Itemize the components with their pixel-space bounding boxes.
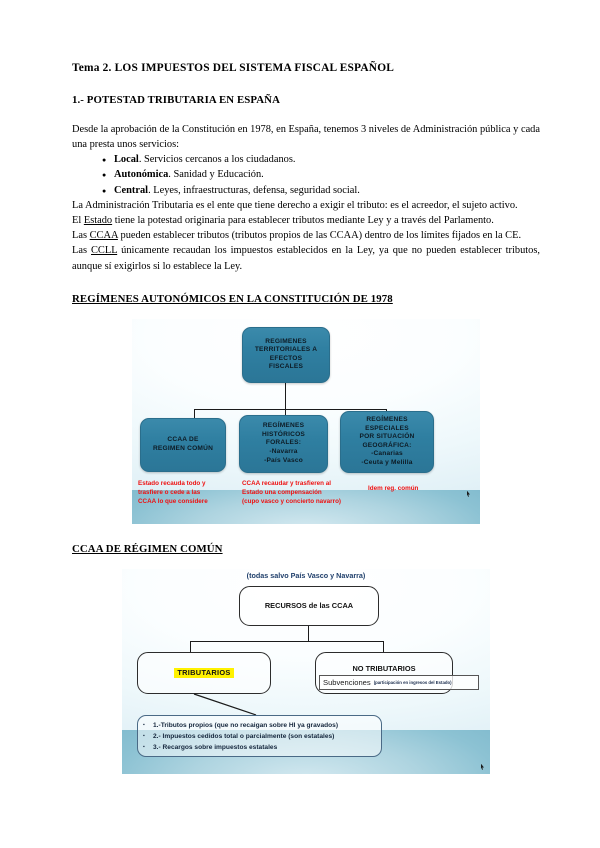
node-regimenes-forales: REGÍMENES HISTÓRICOS FORALES: -Navarra -…: [239, 414, 328, 473]
node-regimenes-especiales: REGÍMENES ESPECIALES POR SITUACIÓN GEOGR…: [340, 410, 434, 473]
node-label: NO TRIBUTARIOS: [352, 663, 416, 673]
term-ccaa: CCAA: [89, 230, 118, 242]
connector-root-vertical: [285, 382, 287, 411]
list-item: 1.-Tributos propios (que no recaigan sob…: [142, 720, 376, 731]
caption-idem-regimen-comun: Idem reg. común: [368, 484, 419, 492]
subvenciones-label: Subvenciones: [323, 677, 371, 687]
list-item: Central. Leyes, infraestructuras, defens…: [102, 183, 540, 199]
term-ccll: CCLL: [91, 245, 118, 257]
node-label: RECURSOS de las CCAA: [264, 600, 354, 610]
node-ccaa-regimen-comun: CCAA DE REGIMEN COMÚN: [140, 417, 226, 472]
list-item: 2.- Impuestos cedidos total o parcialmen…: [142, 731, 376, 742]
node-regimenes-territoriales: REGIMENES TERRITORIALES A EFECTOS FISCAL…: [242, 326, 330, 383]
level-term: Local: [114, 154, 139, 166]
level-desc: . Servicios cercanos a los ciudadanos.: [138, 154, 296, 166]
spacer: [72, 524, 540, 543]
heading-diagram-2: CCAA DE RÉGIMEN COMÚN: [72, 542, 223, 555]
paragraph-text: tiene la potestad originaria para establ…: [112, 214, 494, 226]
diagram-regimenes-autonomicos: REGIMENES TERRITORIALES A EFECTOS FISCAL…: [132, 318, 480, 524]
spacer: [72, 274, 540, 293]
callout-subvenciones: Subvenciones (participación en ingresos …: [319, 674, 479, 690]
node-recursos-ccaa: RECURSOS de las CCAA: [239, 585, 379, 626]
body-paragraphs: La Administración Tributaria es el ente …: [72, 198, 540, 274]
connector-drop-middle: [285, 408, 287, 415]
diagram2-subtitle: (todas salvo País Vasco y Navarra): [246, 570, 366, 580]
caption-estado-recauda: Estado recauda todo y trasfiere o cede a…: [138, 479, 208, 506]
page-title: Tema 2. LOS IMPUESTOS DEL SISTEMA FISCAL…: [72, 62, 395, 74]
connector-horizontal: [194, 408, 387, 411]
connector-root-vertical: [308, 625, 310, 642]
paragraph-text: pueden establecer tributos (tributos pro…: [117, 230, 522, 242]
list-item: 3.- Recargos sobre impuestos estatales: [142, 742, 376, 753]
node-label: REGÍMENES HISTÓRICOS FORALES: -Navarra -…: [261, 422, 306, 464]
slide-bottom-band: [132, 489, 480, 524]
paragraph-text: Las: [72, 230, 90, 242]
connector-drop-right: [383, 640, 385, 652]
node-label: REGÍMENES ESPECIALES POR SITUACIÓN GEOGR…: [359, 415, 415, 466]
cursor-icon: [481, 763, 484, 770]
diagram-recursos-ccaa: (todas salvo País Vasco y Navarra) RECUR…: [122, 568, 490, 774]
connector-drop-left: [194, 408, 196, 418]
level-desc: . Leyes, infraestructuras, defensa, segu…: [148, 184, 360, 196]
heading-diagram-1: REGÍMENES AUTONÓMICOS EN LA CONSTITUCIÓN…: [72, 292, 393, 305]
paragraph-text: únicamente recaudan los impuestos establ…: [72, 245, 540, 272]
list-item: Local. Servicios cercanos a los ciudadan…: [102, 152, 540, 168]
node-label: TRIBUTARIOS: [174, 667, 234, 678]
connector-horizontal: [190, 640, 384, 642]
cursor-icon: [467, 490, 470, 497]
node-tributarios: TRIBUTARIOS: [137, 651, 271, 694]
paragraph-administracion: La Administración Tributaria es el ente …: [72, 199, 518, 211]
subvenciones-note: (participación en ingresos del Estado): [373, 679, 452, 685]
caption-ccaa-compensacion: CCAA recaudar y trasfieren al Estado una…: [242, 479, 342, 506]
level-term: Autonómica: [114, 169, 169, 181]
level-desc: . Sanidad y Educación.: [168, 169, 264, 181]
connector-drop-left: [190, 640, 192, 652]
paragraph-estado: El Estado tiene la potestad originaria p…: [72, 213, 540, 228]
paragraph-ccll: Las CCLL únicamente recaudan los impuest…: [72, 243, 540, 273]
level-term: Central: [114, 184, 149, 196]
administration-levels-list: Local. Servicios cercanos a los ciudadan…: [72, 152, 540, 199]
connector-diagonal: [193, 693, 257, 716]
paragraph-text: El: [72, 214, 84, 226]
node-label: REGIMENES TERRITORIALES A EFECTOS FISCAL…: [254, 337, 318, 371]
list-tributarios-detail: 1.-Tributos propios (que no recaigan sob…: [137, 714, 382, 757]
paragraph-ccaa: Las CCAA pueden establecer tributos (tri…: [72, 228, 540, 243]
intro-paragraph: Desde la aprobación de la Constitución e…: [72, 123, 540, 150]
term-estado: Estado: [83, 214, 113, 226]
list-item: Autonómica. Sanidad y Educación.: [102, 167, 540, 183]
paragraph-text: Las: [72, 245, 91, 257]
section-heading-1: 1.- POTESTAD TRIBUTARIA EN ESPAÑA: [72, 93, 280, 106]
node-label: CCAA DE REGIMEN COMÚN: [152, 436, 214, 452]
